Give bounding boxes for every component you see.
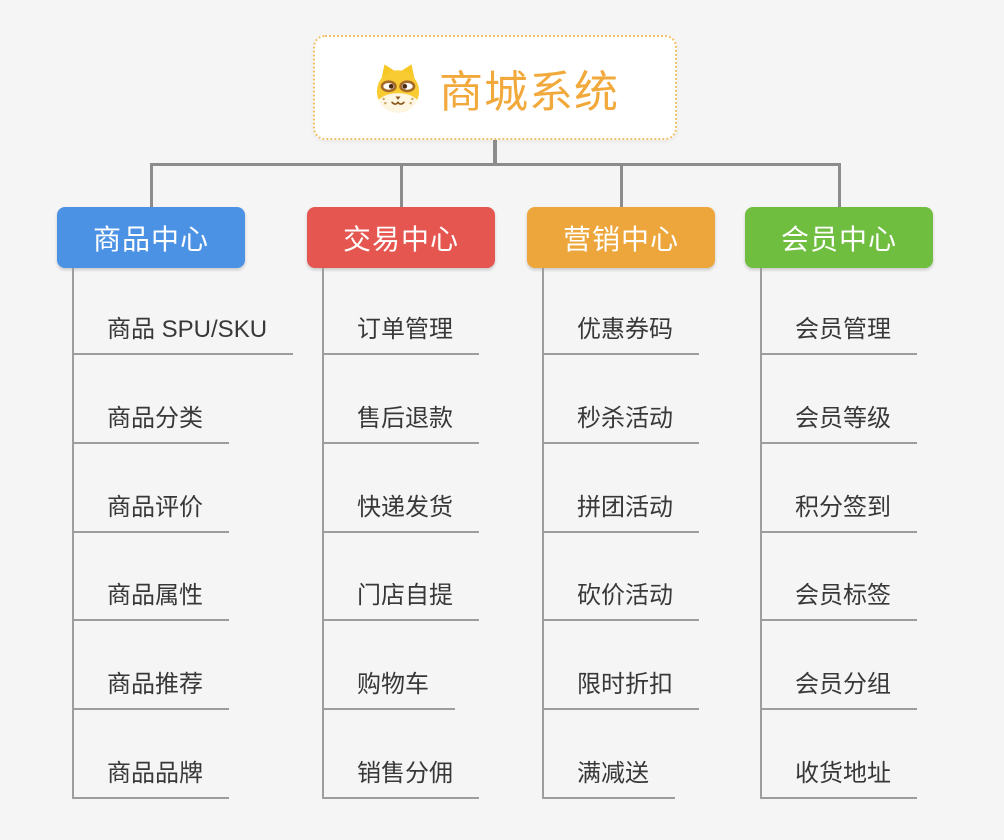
mindmap-item[interactable]: 满减送 xyxy=(542,759,675,799)
connector-line xyxy=(151,163,839,166)
mindmap-item[interactable]: 收货地址 xyxy=(760,759,917,799)
branch-spine xyxy=(760,268,762,799)
mindmap-item[interactable]: 售后退款 xyxy=(322,404,479,444)
branch-header[interactable]: 商品中心 xyxy=(57,207,245,268)
mindmap-item[interactable]: 会员等级 xyxy=(760,404,917,444)
mindmap-item[interactable]: 砍价活动 xyxy=(542,581,699,621)
mindmap-item[interactable]: 快递发货 xyxy=(322,493,479,533)
mindmap-item[interactable]: 商品评价 xyxy=(72,493,229,533)
mindmap-item[interactable]: 商品 SPU/SKU xyxy=(72,315,294,355)
mindmap-item[interactable]: 拼团活动 xyxy=(542,493,699,533)
mindmap-item[interactable]: 商品分类 xyxy=(72,404,229,444)
connector-line xyxy=(837,163,841,207)
mindmap-item[interactable]: 会员分组 xyxy=(760,670,917,710)
shiba-dog-icon xyxy=(371,61,425,115)
mindmap-item[interactable]: 商品属性 xyxy=(72,581,229,621)
mindmap-item[interactable]: 销售分佣 xyxy=(322,759,479,799)
mindmap-item[interactable]: 商品推荐 xyxy=(72,670,229,710)
mindmap-item[interactable]: 积分签到 xyxy=(760,493,917,533)
branch-header[interactable]: 会员中心 xyxy=(745,207,933,268)
mindmap-item[interactable]: 会员管理 xyxy=(760,315,917,355)
mindmap-item[interactable]: 购物车 xyxy=(322,670,455,710)
connector-line xyxy=(399,163,403,207)
connector-line xyxy=(619,163,623,207)
branch-header[interactable]: 营销中心 xyxy=(527,207,715,268)
branch-spine xyxy=(72,268,74,799)
mindmap-item[interactable]: 商品品牌 xyxy=(72,759,229,799)
mindmap-item[interactable]: 门店自提 xyxy=(322,581,479,621)
root-node[interactable]: 商城系统 xyxy=(313,35,677,140)
connector-line xyxy=(493,140,497,163)
branch-header[interactable]: 交易中心 xyxy=(307,207,495,268)
mindmap-item[interactable]: 限时折扣 xyxy=(542,670,699,710)
branch-spine xyxy=(322,268,324,799)
mindmap-item[interactable]: 秒杀活动 xyxy=(542,404,699,444)
mindmap-item[interactable]: 优惠券码 xyxy=(542,315,699,355)
connector-line xyxy=(149,163,153,207)
mindmap-item[interactable]: 订单管理 xyxy=(322,315,479,355)
mindmap-item[interactable]: 会员标签 xyxy=(760,581,917,621)
branch-spine xyxy=(542,268,544,799)
root-title: 商城系统 xyxy=(439,67,619,117)
